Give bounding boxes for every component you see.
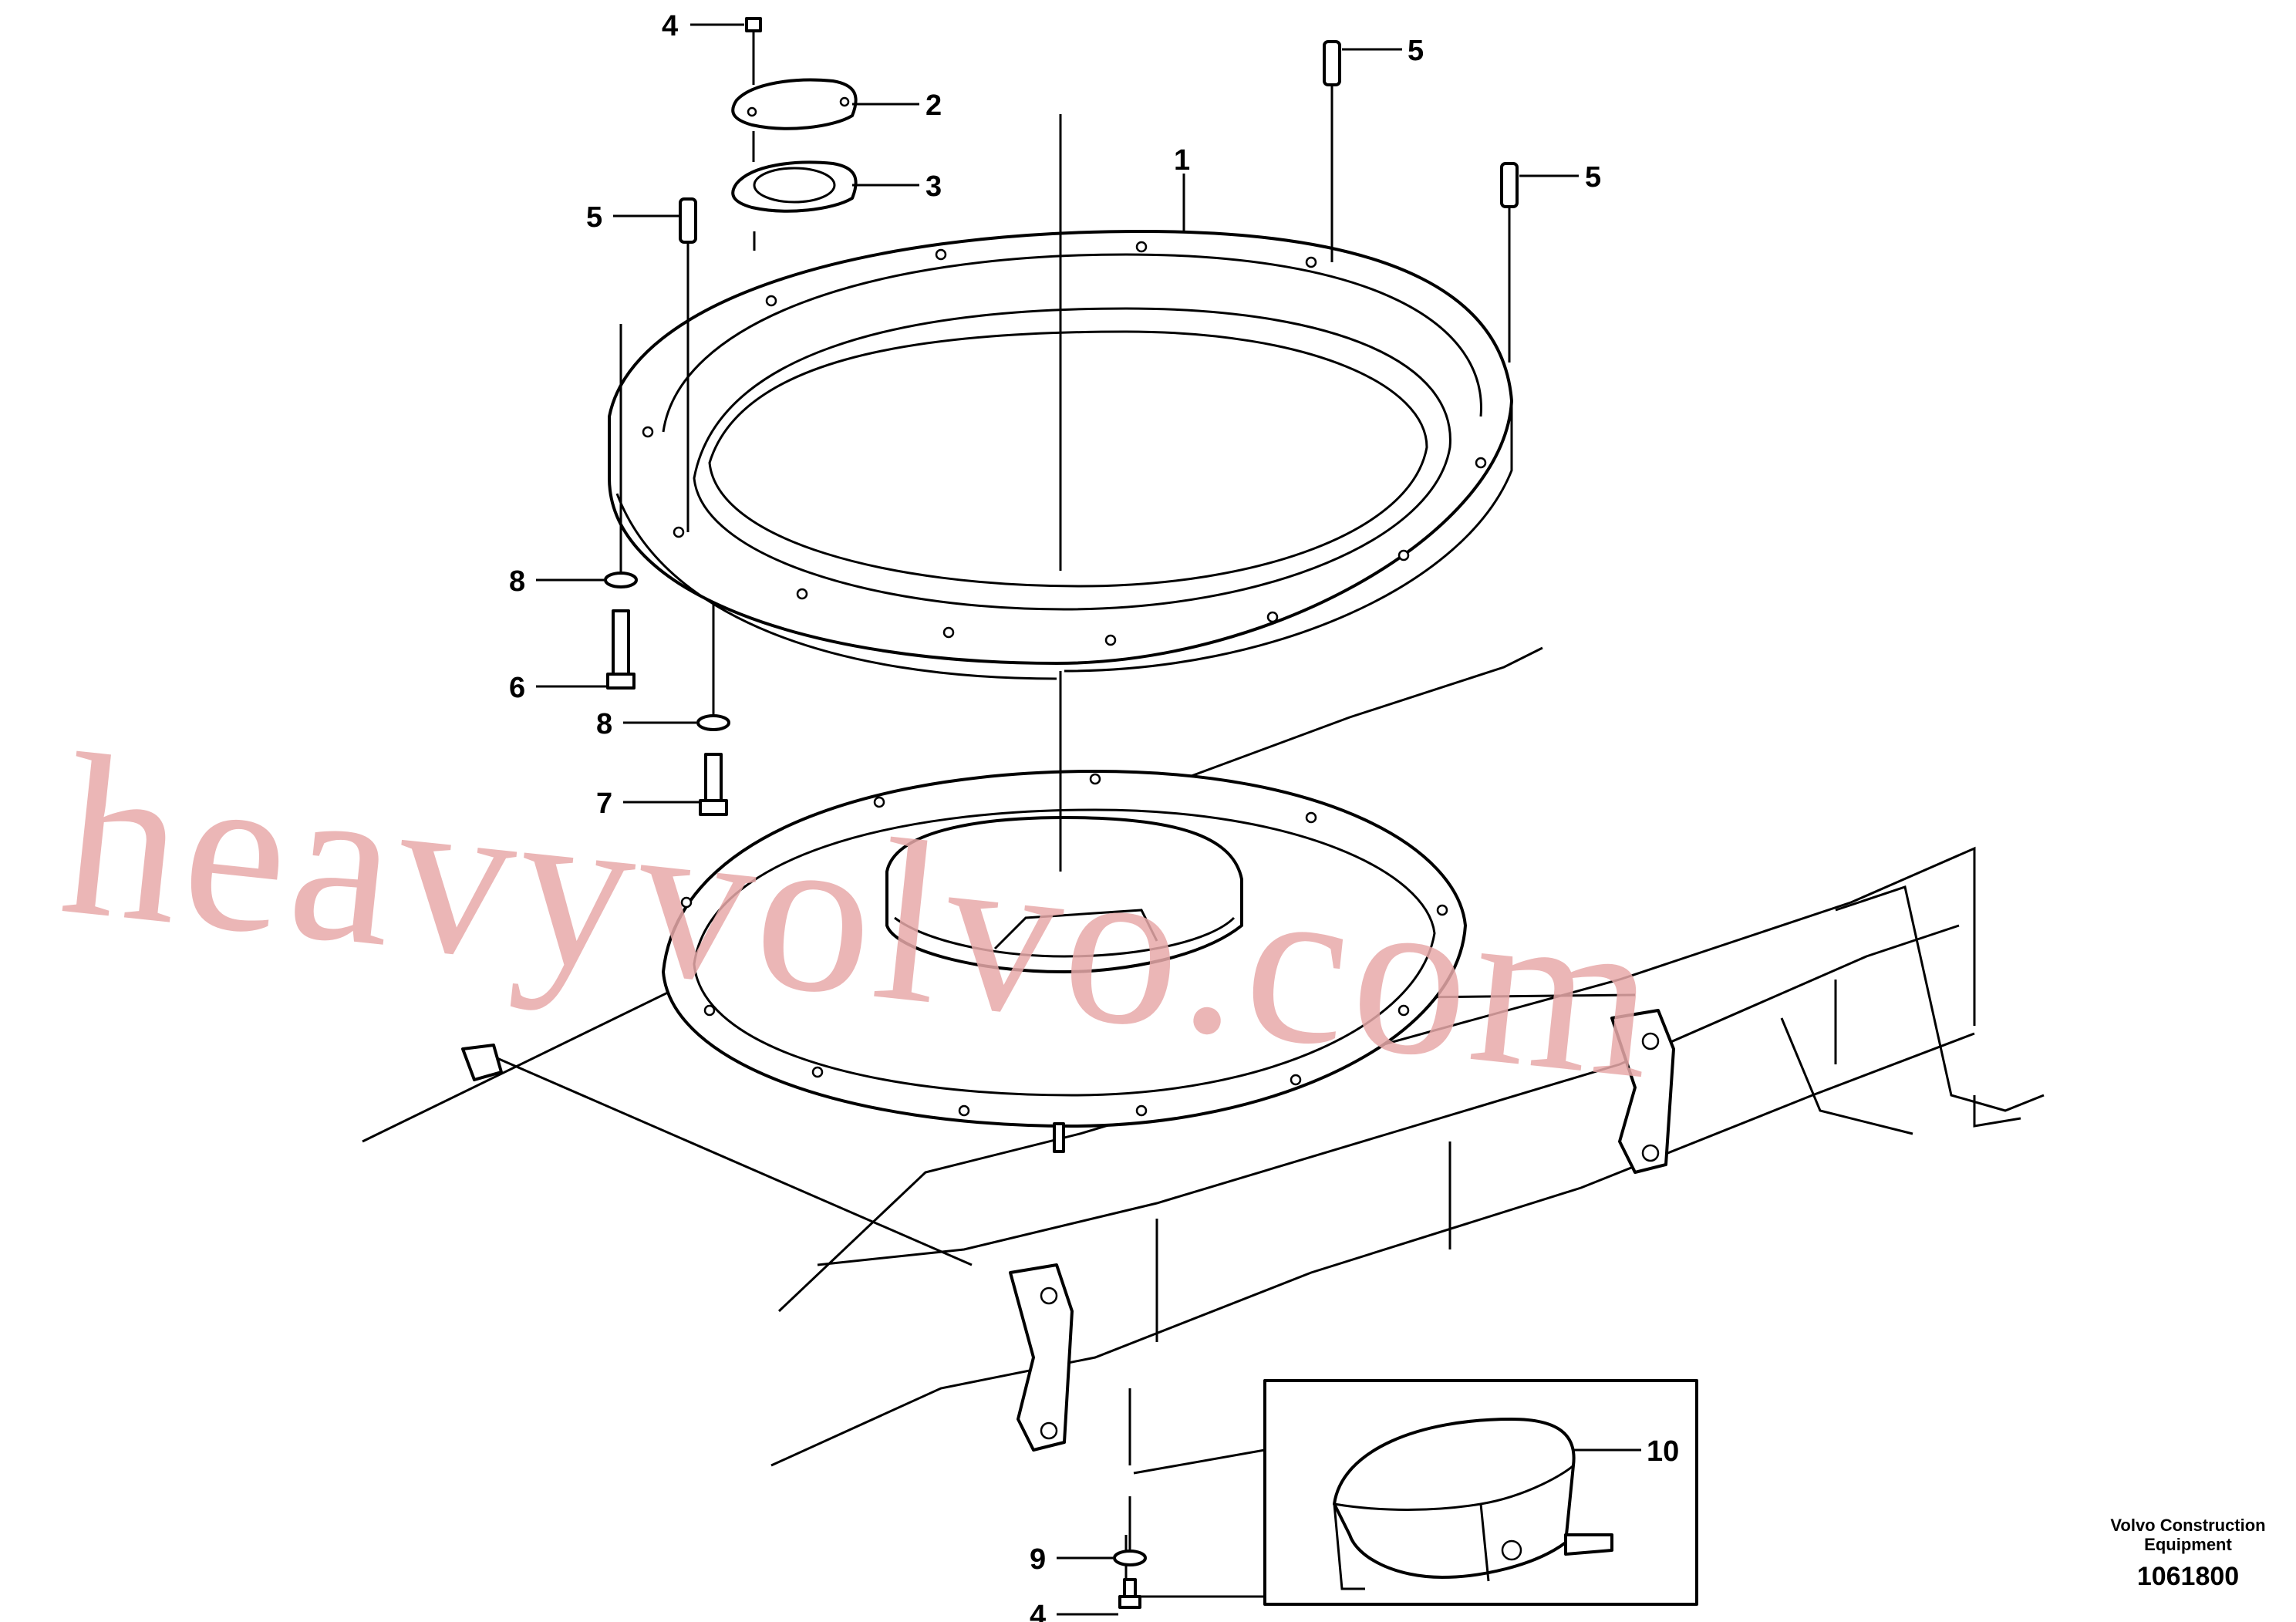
pin-part-5-left [679,197,697,244]
bolt-part-4-top [745,17,762,48]
callout-10: 10 [1647,1435,1679,1468]
callout-labels: 4 2 3 1 5 5 5 8 6 8 7 9 4 10 [509,10,1679,1622]
callout-9: 9 [1030,1543,1046,1576]
callout-8-lower: 8 [596,708,612,740]
callout-4-top: 4 [662,10,678,42]
callout-8-upper: 8 [509,565,525,598]
gasket-part-3 [731,160,858,213]
bolt-part-7 [699,753,728,816]
washer-part-8-lower [696,714,730,731]
callout-1: 1 [1174,144,1190,177]
company-name-line1: Volvo Construction [2110,1516,2265,1535]
lower-bearing-ring [662,770,1467,1153]
callout-2: 2 [925,89,942,122]
frame-bracket-mid [1009,1263,1074,1452]
callout-5-top: 5 [1408,35,1424,67]
bolt-part-6 [606,609,636,690]
callout-7: 7 [596,787,612,820]
frame-bracket-left [461,1044,503,1081]
washer-part-9 [1113,1549,1147,1566]
washer-part-8-upper [604,572,638,588]
callout-5-right: 5 [1585,161,1601,194]
title-block: Volvo Construction Equipment 1061800 [2110,1516,2265,1591]
callout-6: 6 [509,672,525,704]
assembly-axis-lines [619,48,1511,1550]
pin-part-5-top [1323,40,1341,86]
callout-5-left: 5 [586,201,602,234]
bolt-part-4-bottom [1118,1578,1141,1609]
pin-part-5-right [1500,162,1519,208]
callout-4-bottom: 4 [1030,1600,1046,1622]
drawing-number: 1061800 [2137,1562,2239,1591]
frame-bracket-right [1610,1009,1675,1174]
callout-leaders [536,23,1641,1616]
cover-plate-part-2 [731,78,858,130]
guard-cover-part-10 [1333,1418,1613,1590]
callout-3: 3 [925,170,942,203]
company-name-line2: Equipment [2144,1535,2232,1554]
